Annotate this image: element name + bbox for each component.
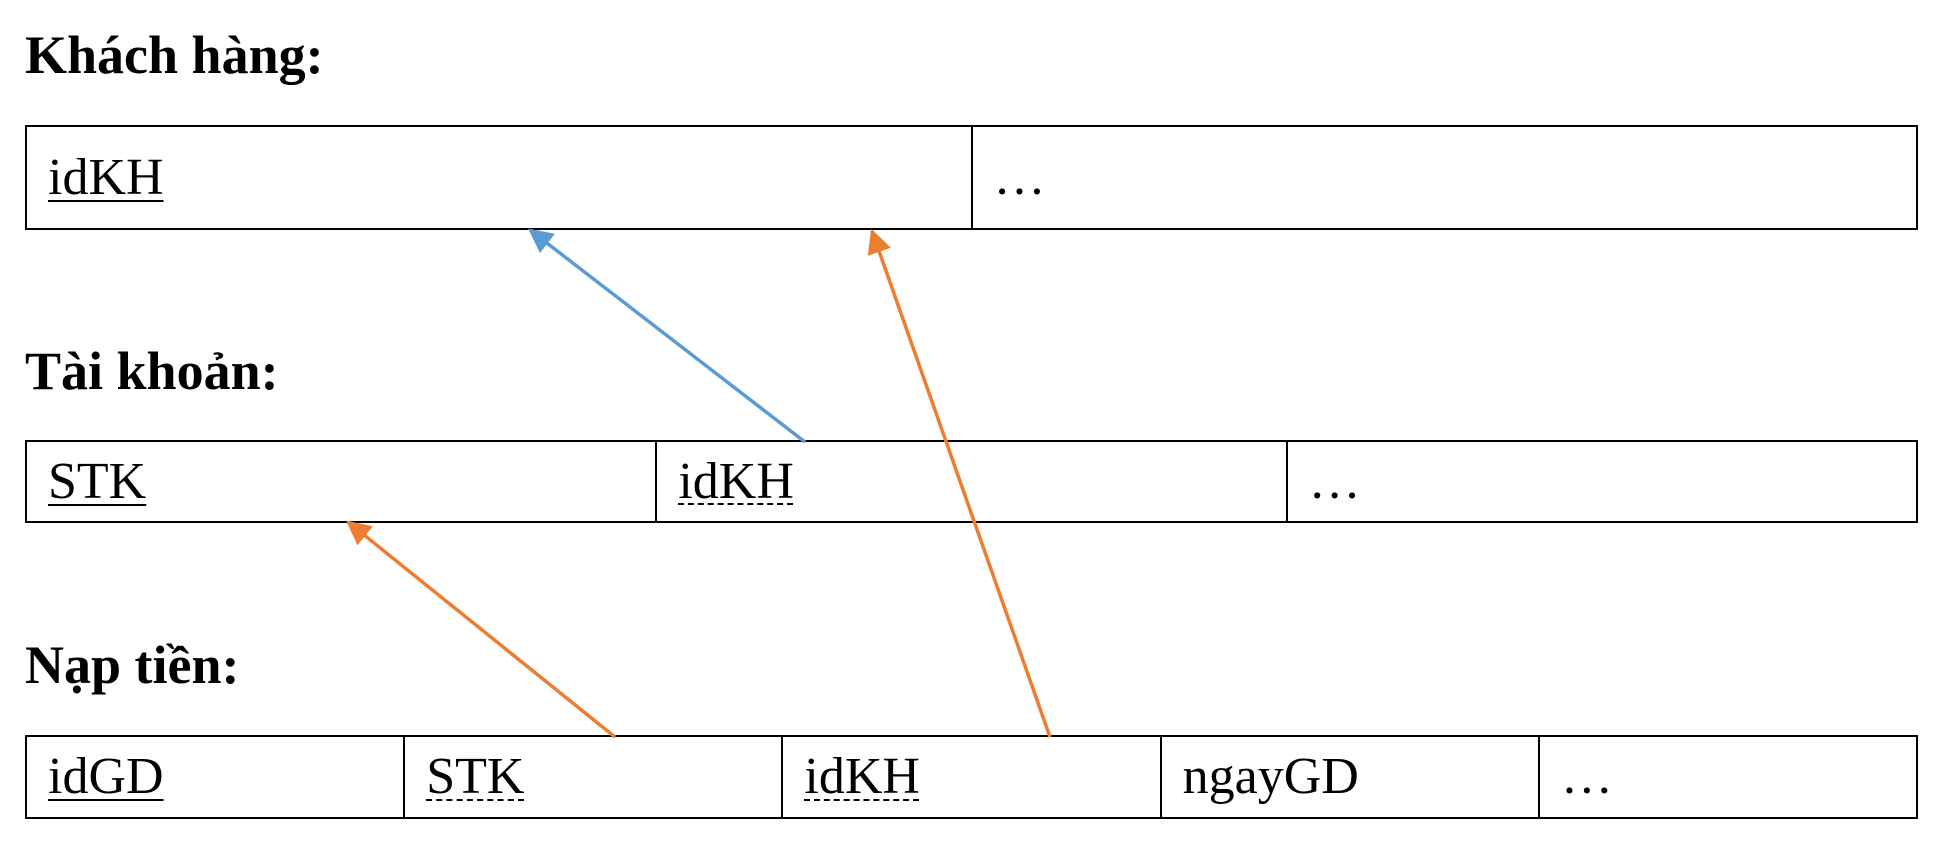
column-label-ellipsis: … xyxy=(1308,452,1361,510)
column-cell: idKH xyxy=(657,442,1288,521)
column-cell: STK xyxy=(405,737,784,817)
table-khach-hang: idKH … xyxy=(25,125,1918,230)
column-label-stk: STK xyxy=(48,452,147,510)
column-cell: idKH xyxy=(27,127,973,228)
column-label-idkh: idKH xyxy=(48,148,164,206)
column-cell: ngayGD xyxy=(1162,737,1540,817)
column-label-ngaygd: ngayGD xyxy=(1182,748,1359,805)
table-nap-tien: idGD STK idKH ngayGD … xyxy=(25,735,1918,819)
column-label-idgd: idGD xyxy=(48,748,164,805)
column-cell: … xyxy=(1288,442,1916,521)
table-tai-khoan: STK idKH … xyxy=(25,440,1918,523)
column-cell: idKH xyxy=(783,737,1162,817)
column-cell: … xyxy=(973,127,1917,228)
column-label-stk: STK xyxy=(426,748,525,805)
arrow-taikhoan-idkh-to-khachhang-idkh xyxy=(528,228,807,444)
arrow-naptien-stk-to-taikhoan-stk xyxy=(346,520,617,739)
column-label-ellipsis: … xyxy=(1560,748,1613,805)
column-cell: STK xyxy=(27,442,658,521)
column-cell: … xyxy=(1540,737,1916,817)
column-label-idkh: idKH xyxy=(678,452,794,510)
table-title-nap-tien: Nạp tiền: xyxy=(25,635,240,695)
table-title-khach-hang: Khách hàng: xyxy=(25,25,324,85)
column-cell: idGD xyxy=(27,737,406,817)
table-title-tai-khoan: Tài khoản: xyxy=(25,341,279,401)
column-label-idkh: idKH xyxy=(804,748,920,805)
column-label-ellipsis: … xyxy=(993,148,1046,206)
